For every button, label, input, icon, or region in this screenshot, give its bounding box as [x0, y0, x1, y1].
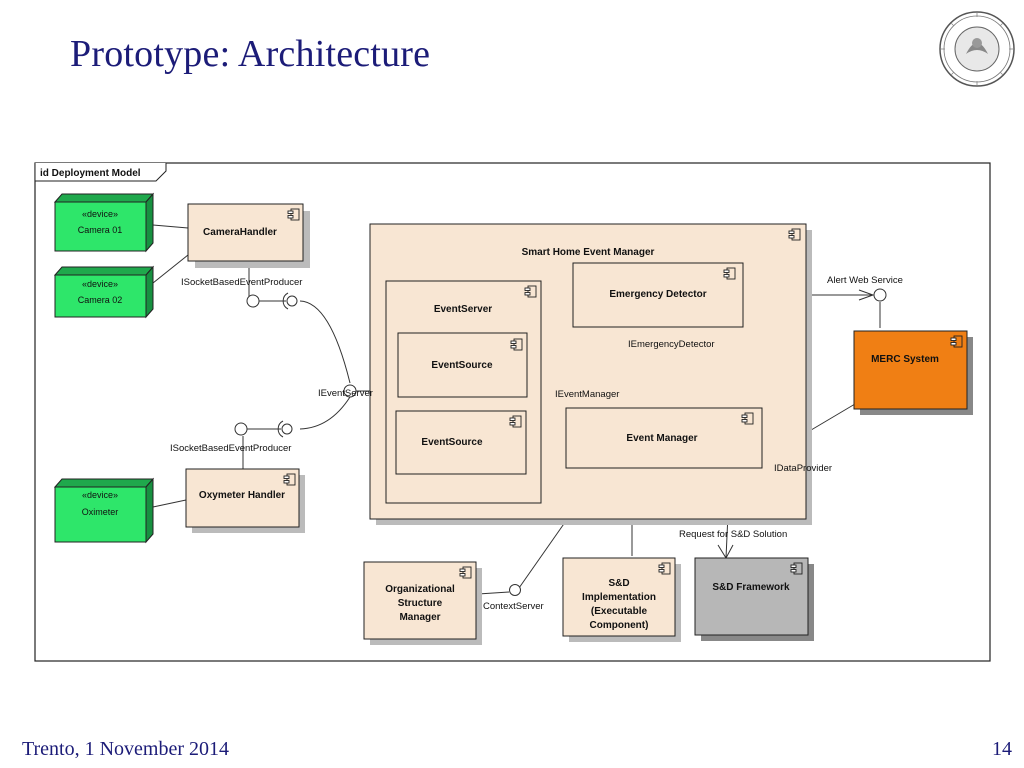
component-label: CameraHandler [203, 227, 277, 238]
component-label: Event Manager [626, 433, 697, 444]
component-label: EventSource [431, 360, 493, 371]
component-label-line-1: S&D [608, 578, 629, 589]
component-label: Smart Home Event Manager [522, 247, 655, 258]
label-socket-producer-1: ISocketBasedEventProducer [181, 277, 302, 288]
component-label: Emergency Detector [609, 289, 706, 300]
lollipop-ievent-server [343, 384, 357, 398]
frame-label: id Deployment Model [40, 168, 141, 179]
component-label-line-1: Organizational [385, 584, 455, 595]
component-event-manager: Event Manager [565, 407, 763, 469]
label-socket-producer-2: ISocketBasedEventProducer [170, 443, 291, 454]
component-event-source-2: EventSource [395, 410, 527, 475]
device-camera-02: «device» Camera 02 [53, 265, 155, 319]
label-idata-provider: IDataProvider [774, 463, 832, 474]
lollipop-socket-producer-2 [234, 422, 248, 436]
lollipop-alert-web-service [873, 288, 887, 302]
component-event-source-1: EventSource [397, 332, 528, 398]
device-stereotype: «device» [82, 490, 118, 500]
lollipop-socket-producer-1 [246, 294, 260, 308]
device-name: Oximeter [82, 507, 119, 517]
component-label-line-2: Implementation [582, 592, 656, 603]
label-ievent-manager: IEventManager [555, 389, 619, 400]
page-number: 14 [992, 738, 1012, 760]
label-request-sd-solution: Request for S&D Solution [679, 529, 787, 540]
frame-tab [34, 163, 167, 182]
component-label-line-3: Manager [399, 612, 440, 623]
footer-location-date: Trento, 1 November 2014 [22, 738, 230, 760]
component-oxymeter-handler: Oxymeter Handler [185, 468, 305, 533]
device-stereotype: «device» [82, 209, 118, 219]
university-seal-logo [939, 11, 1015, 87]
label-iemergency-detector: IEmergencyDetector [628, 339, 715, 350]
component-label-line-3: (Executable [591, 606, 648, 617]
component-sd-framework: S&D Framework [694, 557, 814, 641]
component-label-line-2: Structure [398, 598, 443, 609]
device-name: Camera 01 [78, 225, 123, 235]
label-alert-web-service: Alert Web Service [827, 275, 903, 286]
label-ievent-server: IEventServer [318, 388, 373, 399]
component-merc-system: MERC System [853, 330, 973, 415]
component-sd-implementation: S&D Implementation (Executable Component… [562, 557, 681, 642]
device-name: Camera 02 [78, 295, 123, 305]
lollipop-context-server [509, 584, 521, 596]
component-label: MERC System [871, 354, 939, 365]
device-stereotype: «device» [82, 279, 118, 289]
component-label: EventServer [434, 304, 492, 315]
component-emergency-detector: Emergency Detector [572, 262, 744, 328]
device-oximeter: «device» Oximeter [53, 477, 155, 544]
component-label-line-4: Component) [590, 620, 649, 631]
component-label: S&D Framework [712, 582, 790, 593]
component-organizational-structure-manager: Organizational Structure Manager [363, 561, 482, 645]
component-camera-handler: CameraHandler [187, 203, 310, 268]
slide-title: Prototype: Architecture [70, 33, 431, 75]
device-camera-01: «device» Camera 01 [53, 192, 155, 253]
component-label: Oxymeter Handler [199, 490, 285, 501]
component-label: EventSource [421, 437, 483, 448]
label-context-server: ContextServer [483, 601, 544, 612]
